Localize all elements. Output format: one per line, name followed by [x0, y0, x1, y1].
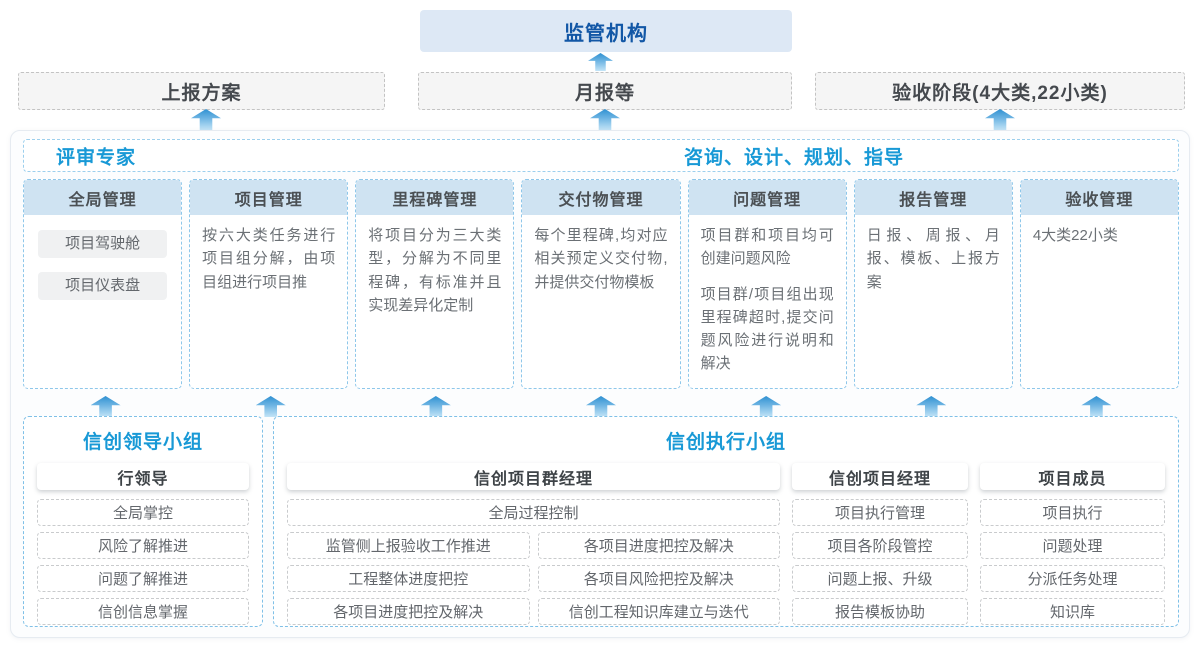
column-milestone-management: 里程碑管理 将项目分为三大类型，分解为不同里程碑，有标准并且实现差异化定制 [355, 179, 515, 389]
column-body: 项目群和项目均可创建问题风险 项目群/项目组出现里程碑超时,提交问题风险进行说明… [689, 215, 846, 388]
project-member-item: 项目执行 [980, 499, 1165, 526]
up-arrow-icon [90, 396, 121, 417]
pill-item: 项目仪表盘 [38, 272, 168, 300]
column-header: 报告管理 [854, 180, 1012, 215]
column-text: 项目群和项目均可创建问题风险 [700, 227, 834, 268]
column-text: 按六大类任务进行项目组分解，由项目组进行项目推 [202, 227, 336, 291]
project-manager-item: 报告模板协助 [792, 598, 968, 625]
up-arrow-icon [916, 396, 947, 417]
column-text: 每个里程碑,均对应相关预定义交付物,并提供交付物模板 [534, 227, 668, 291]
program-manager-item: 全局过程控制 [287, 499, 780, 526]
column-header: 验收管理 [1020, 180, 1178, 215]
program-manager-item: 各项目进度把控及解决 [287, 598, 530, 625]
program-manager-item: 各项目风险把控及解决 [537, 565, 780, 592]
project-manager-column: 信创项目经理 项目执行管理 项目各阶段管控 问题上报、升级 报告模板协助 [792, 463, 968, 631]
program-manager-item: 监管侧上报验收工作推进 [287, 532, 530, 559]
monthly-report-box: 月报等 [418, 72, 792, 110]
consulting-label: 咨询、设计、规划、指导 [684, 147, 905, 168]
bottom-groups: 信创领导小组 行领导 全局掌控 风险了解推进 问题了解推进 信创信息掌握 信创执… [23, 416, 1179, 627]
program-manager-item: 工程整体进度把控 [287, 565, 530, 592]
program-manager-item-grid: 监管侧上报验收工作推进 各项目进度把控及解决 工程整体进度把控 各项目风险把控及… [287, 532, 780, 631]
up-arrow-icon [255, 396, 286, 417]
execution-group-title: 信创执行小组 [665, 432, 786, 453]
project-member-item: 分派任务处理 [980, 565, 1165, 592]
program-manager-item: 各项目进度把控及解决 [537, 532, 780, 559]
column-text: 将项目分为三大类型，分解为不同里程碑，有标准并且实现差异化定制 [368, 227, 502, 314]
execution-group: 信创执行小组 信创项目群经理 全局过程控制 监管侧上报验收工作推进 各项目进度把… [273, 416, 1179, 627]
regulator-box: 监管机构 [420, 10, 792, 52]
main-panel: 评审专家 咨询、设计、规划、指导 全局管理 项目驾驶舱 项目仪表盘 项目管理 按… [10, 130, 1190, 638]
column-body: 日报、周报、月报、模板、上报方案 [855, 215, 1012, 312]
column-header: 项目管理 [190, 180, 348, 215]
role-card-bank-leaders: 行领导 [37, 463, 249, 490]
column-body: 每个里程碑,均对应相关预定义交付物,并提供交付物模板 [522, 215, 679, 312]
role-card-project-manager: 信创项目经理 [792, 463, 968, 490]
column-text: 项目群/项目组出现里程碑超时,提交问题风险进行说明和解决 [700, 285, 834, 373]
column-issue-management: 问题管理 项目群和项目均可创建问题风险 项目群/项目组出现里程碑超时,提交问题风… [687, 179, 847, 389]
project-member-column: 项目成员 项目执行 问题处理 分派任务处理 知识库 [980, 463, 1165, 631]
up-arrow-icon [585, 396, 616, 417]
leadership-item: 全局掌控 [37, 499, 249, 526]
column-text: 日报、周报、月报、模板、上报方案 [866, 227, 1000, 291]
leadership-group: 信创领导小组 行领导 全局掌控 风险了解推进 问题了解推进 信创信息掌握 [23, 416, 263, 627]
project-member-item: 问题处理 [980, 532, 1165, 559]
pill-item: 项目驾驶舱 [38, 230, 168, 258]
up-arrow-icon [588, 53, 613, 71]
up-arrow-icon [985, 109, 1015, 130]
column-text: 4大类22小类 [1032, 227, 1118, 244]
mid-arrows-row [23, 396, 1179, 417]
acceptance-stage-label: 验收阶段(4大类,22小类) [892, 82, 1108, 104]
execution-columns: 信创项目群经理 全局过程控制 监管侧上报验收工作推进 各项目进度把控及解决 工程… [287, 463, 1165, 631]
column-report-management: 报告管理 日报、周报、月报、模板、上报方案 [853, 179, 1013, 389]
leadership-group-title: 信创领导小组 [82, 432, 203, 453]
column-body: 按六大类任务进行项目组分解，由项目组进行项目推 [190, 215, 347, 312]
program-manager-item: 信创工程知识库建立与迭代 [537, 598, 780, 625]
program-manager-column: 信创项目群经理 全局过程控制 监管侧上报验收工作推进 各项目进度把控及解决 工程… [287, 463, 780, 631]
experts-band: 评审专家 咨询、设计、规划、指导 [23, 139, 1179, 172]
column-body: 4大类22小类 [1021, 215, 1178, 265]
column-body: 项目驾驶舱 项目仪表盘 [24, 215, 181, 320]
column-global-management: 全局管理 项目驾驶舱 项目仪表盘 [23, 179, 183, 389]
project-manager-item: 问题上报、升级 [792, 565, 968, 592]
role-card-project-member: 项目成员 [980, 463, 1165, 490]
project-member-item: 知识库 [980, 598, 1165, 625]
leadership-item: 信创信息掌握 [37, 598, 249, 625]
column-header: 全局管理 [24, 180, 182, 215]
management-columns: 全局管理 项目驾驶舱 项目仪表盘 项目管理 按六大类任务进行项目组分解，由项目组… [23, 179, 1179, 389]
project-manager-item: 项目执行管理 [792, 499, 968, 526]
up-arrow-icon [590, 109, 620, 130]
up-arrow-icon [1081, 396, 1112, 417]
review-experts-label: 评审专家 [56, 147, 137, 168]
column-header: 里程碑管理 [356, 180, 514, 215]
project-manager-item: 项目各阶段管控 [792, 532, 968, 559]
column-deliverable-management: 交付物管理 每个里程碑,均对应相关预定义交付物,并提供交付物模板 [521, 179, 681, 389]
leadership-item: 风险了解推进 [37, 532, 249, 559]
column-acceptance-management: 验收管理 4大类22小类 [1019, 179, 1179, 389]
role-card-program-manager: 信创项目群经理 [287, 463, 780, 490]
column-header: 交付物管理 [522, 180, 680, 215]
column-header: 问题管理 [688, 180, 846, 215]
column-body: 将项目分为三大类型，分解为不同里程碑，有标准并且实现差异化定制 [356, 215, 513, 335]
acceptance-stage-box: 验收阶段(4大类,22小类) [815, 72, 1185, 110]
monthly-report-label: 月报等 [574, 82, 635, 104]
report-plan-label: 上报方案 [161, 82, 242, 104]
regulator-label: 监管机构 [564, 22, 648, 45]
up-arrow-icon [420, 396, 451, 417]
up-arrow-icon [751, 396, 782, 417]
report-plan-box: 上报方案 [18, 72, 385, 110]
column-project-management: 项目管理 按六大类任务进行项目组分解，由项目组进行项目推 [189, 179, 349, 389]
up-arrow-icon [191, 109, 221, 130]
leadership-item: 问题了解推进 [37, 565, 249, 592]
